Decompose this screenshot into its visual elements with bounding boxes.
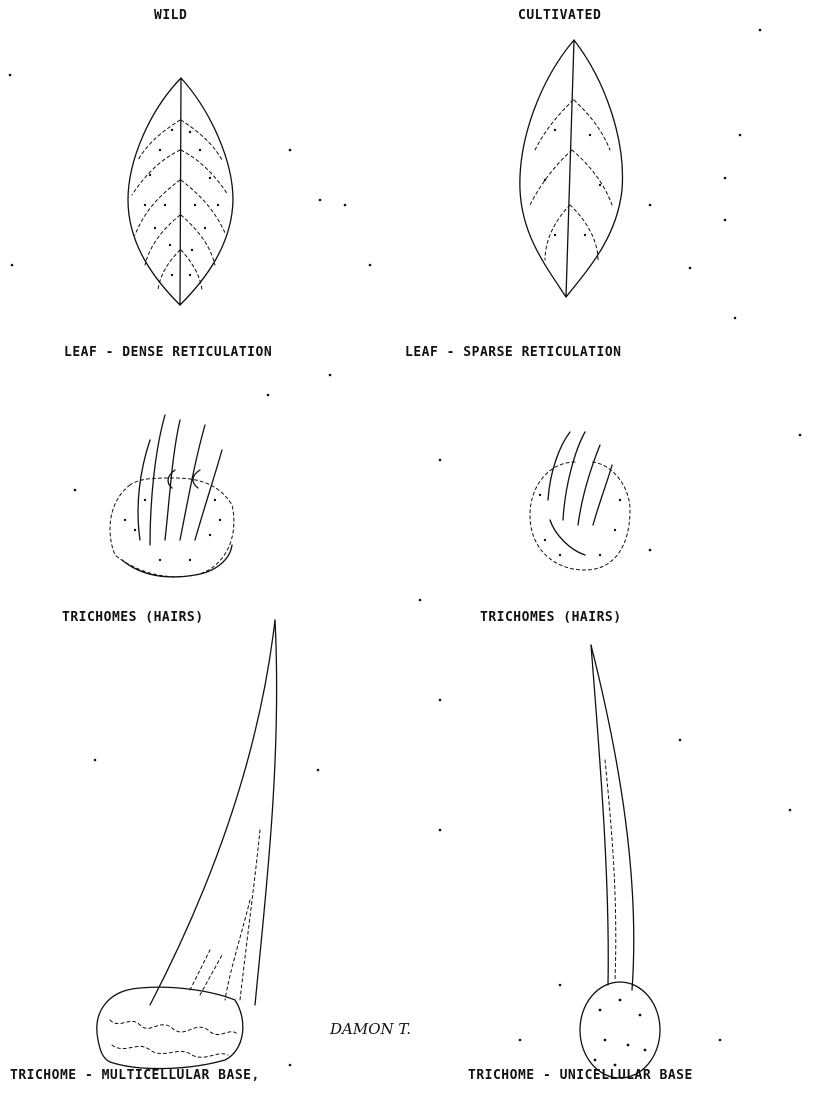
trichomes-wild-icon [110,415,234,577]
heading-wild: WILD [154,8,187,23]
caption-trichome-cultivated: TRICHOME - UNICELLULAR BASE [468,1068,693,1083]
trichome-wild-icon [97,620,277,1069]
caption-trichomes-wild: TRICHOMES (HAIRS) [62,610,204,625]
trichomes-cultivated-icon [530,432,630,570]
caption-trichome-wild: TRICHOME - MULTICELLULAR BASE, [10,1068,260,1083]
caption-leaf-wild: LEAF - DENSE RETICULATION [64,345,272,360]
leaf-cultivated-icon [520,40,623,297]
artist-signature: DAMON T. [330,1020,411,1038]
caption-trichomes-cultivated: TRICHOMES (HAIRS) [480,610,622,625]
trichome-cultivated-icon [580,645,660,1078]
leaf-wild-icon [128,78,233,305]
paper-specks [9,29,802,1067]
heading-cultivated: CULTIVATED [518,8,601,23]
caption-leaf-cultivated: LEAF - SPARSE RETICULATION [405,345,622,360]
